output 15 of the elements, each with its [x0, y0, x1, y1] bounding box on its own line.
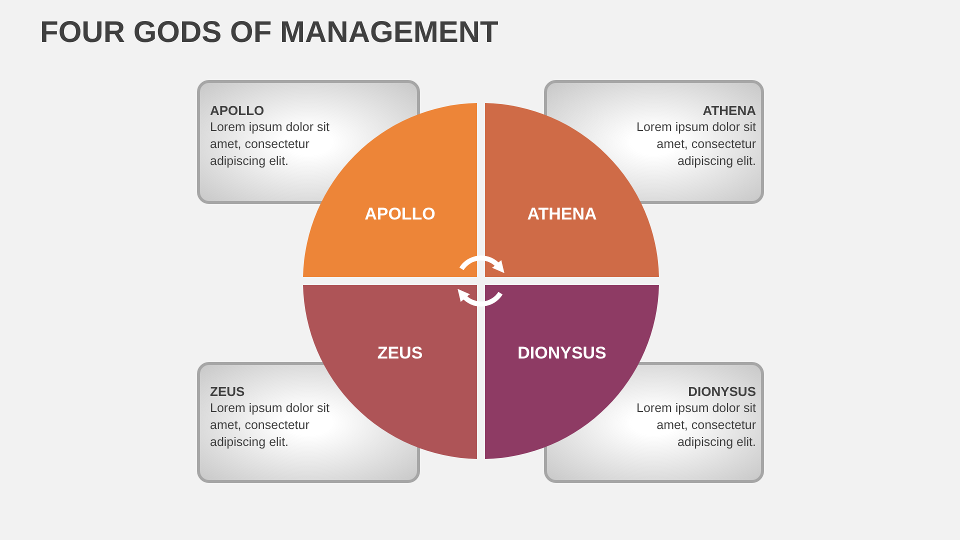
quadrant-label: ATHENA [527, 206, 597, 222]
curved-arrow [459, 256, 505, 273]
card-text: Lorem ipsum dolor sit amet, consectetur adipiscing elit. [210, 400, 330, 451]
slide-title: FOUR GODS OF MANAGEMENT [40, 15, 498, 51]
card-text: Lorem ipsum dolor sit amet, consectetur adipiscing elit. [636, 119, 756, 170]
card-heading: ATHENA [702, 102, 756, 119]
card-text: Lorem ipsum dolor sit amet, consectetur adipiscing elit. [210, 119, 330, 170]
card-text: Lorem ipsum dolor sit amet, consectetur adipiscing elit. [636, 400, 756, 451]
quadrant-label: APOLLO [364, 206, 436, 222]
quadrant-label: ZEUS [377, 344, 423, 362]
card-heading: DIONYSUS [687, 383, 756, 400]
quadrant-label: DIONYSUS [518, 344, 606, 362]
card-heading: APOLLO [210, 102, 266, 119]
card-heading: ZEUS [210, 383, 246, 400]
curved-arrow [457, 289, 503, 306]
